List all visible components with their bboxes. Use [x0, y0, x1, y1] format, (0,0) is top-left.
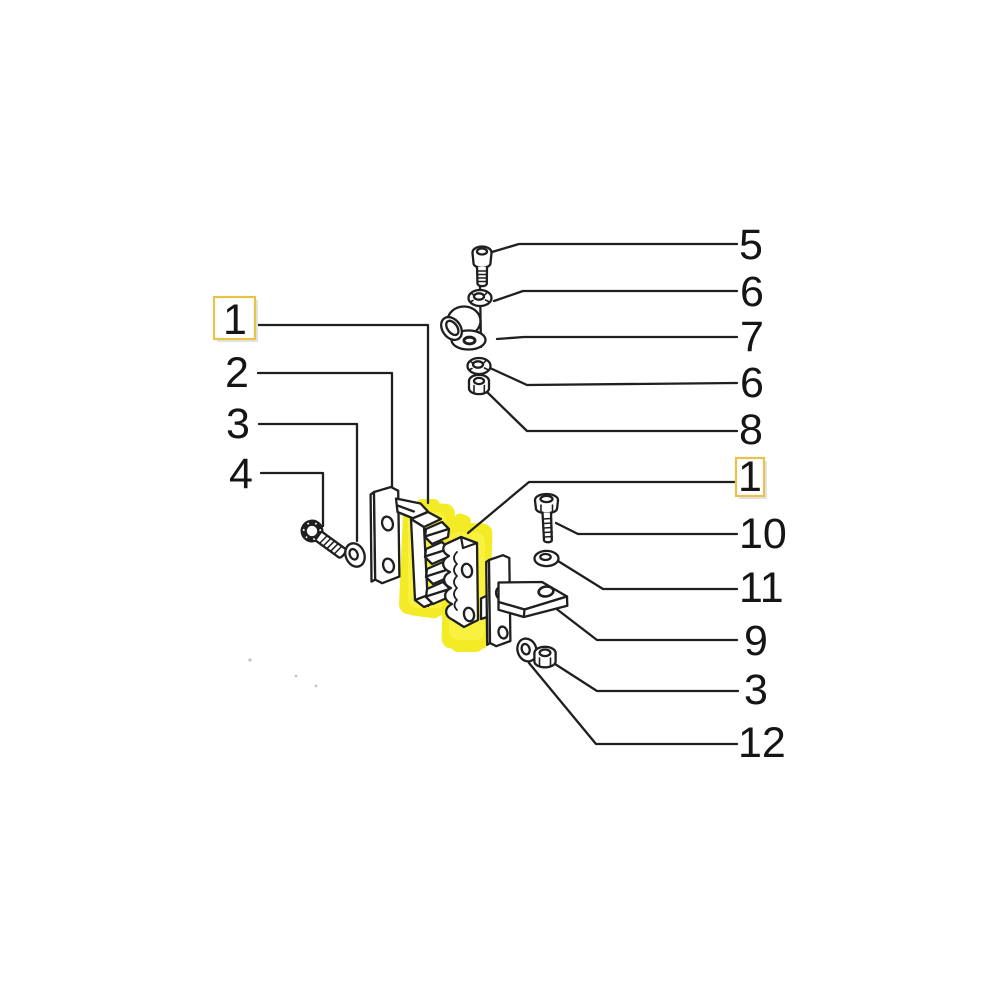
leader-line-7 — [495, 335, 739, 341]
parts-right-assembly — [479, 492, 569, 669]
leader-line-9 — [552, 605, 739, 642]
callout-5: 5 — [739, 221, 763, 269]
leader-line-3-right — [553, 662, 740, 693]
bracket-9-drawing — [497, 580, 569, 619]
leader-line-6-upper — [492, 289, 739, 303]
flat-washer-11-drawing — [533, 549, 560, 568]
lock-washer-6-lower-drawing — [466, 356, 492, 376]
callout-10: 10 — [739, 510, 787, 558]
callout-12: 12 — [738, 719, 786, 767]
callout-11: 11 — [739, 564, 784, 612]
leader-line-12 — [527, 661, 739, 746]
plate-2-drawing — [369, 485, 401, 585]
plate-right-drawing — [485, 554, 512, 648]
leader-line-5 — [490, 242, 739, 254]
parts-top-stack — [440, 245, 493, 396]
callout-1-left: 1 — [223, 296, 247, 344]
scan-specks — [248, 658, 318, 688]
scalloped-block-1-drawing — [441, 535, 480, 629]
leader-line-6-lower — [488, 366, 739, 387]
hex-bolt-10-drawing — [533, 492, 560, 544]
callout-8: 8 — [739, 406, 763, 454]
leader-lines — [256, 242, 740, 746]
hex-bolt-5-drawing — [471, 245, 493, 288]
parts-center-assembly — [300, 485, 480, 629]
callout-6-upper: 6 — [740, 268, 764, 316]
washer-3-right-drawing — [516, 637, 538, 663]
leader-line-3-left — [257, 422, 359, 543]
hex-nut-8-drawing — [467, 373, 491, 396]
leader-line-1-right — [466, 480, 737, 535]
leader-line-11 — [556, 559, 739, 591]
leader-line-10 — [554, 521, 739, 536]
leader-line-4 — [259, 471, 325, 528]
callout-2: 2 — [225, 349, 249, 397]
callout-box-1-left — [212, 295, 257, 341]
hex-nut-12-drawing — [533, 645, 557, 669]
pipe-clamp-7-drawing — [440, 305, 487, 351]
leader-line-2 — [256, 371, 394, 489]
lock-washer-6-upper-drawing — [467, 288, 493, 308]
callout-3-left: 3 — [226, 400, 250, 448]
leader-line-1-left — [256, 323, 430, 505]
callout-6-lower: 6 — [740, 359, 764, 407]
callout-box-1-right — [734, 456, 766, 498]
hex-bolt-4-drawing — [300, 519, 347, 559]
leader-line-8 — [485, 390, 739, 433]
callouts: 1 2 3 4 5 6 7 6 8 1 10 11 9 3 12 — [212, 221, 787, 767]
callout-1-right: 1 — [738, 453, 762, 501]
washer-3-left-drawing — [344, 542, 366, 568]
callout-4: 4 — [229, 450, 253, 498]
callout-3-right: 3 — [744, 666, 768, 714]
callout-9: 9 — [744, 617, 768, 665]
callout-7: 7 — [740, 313, 764, 361]
